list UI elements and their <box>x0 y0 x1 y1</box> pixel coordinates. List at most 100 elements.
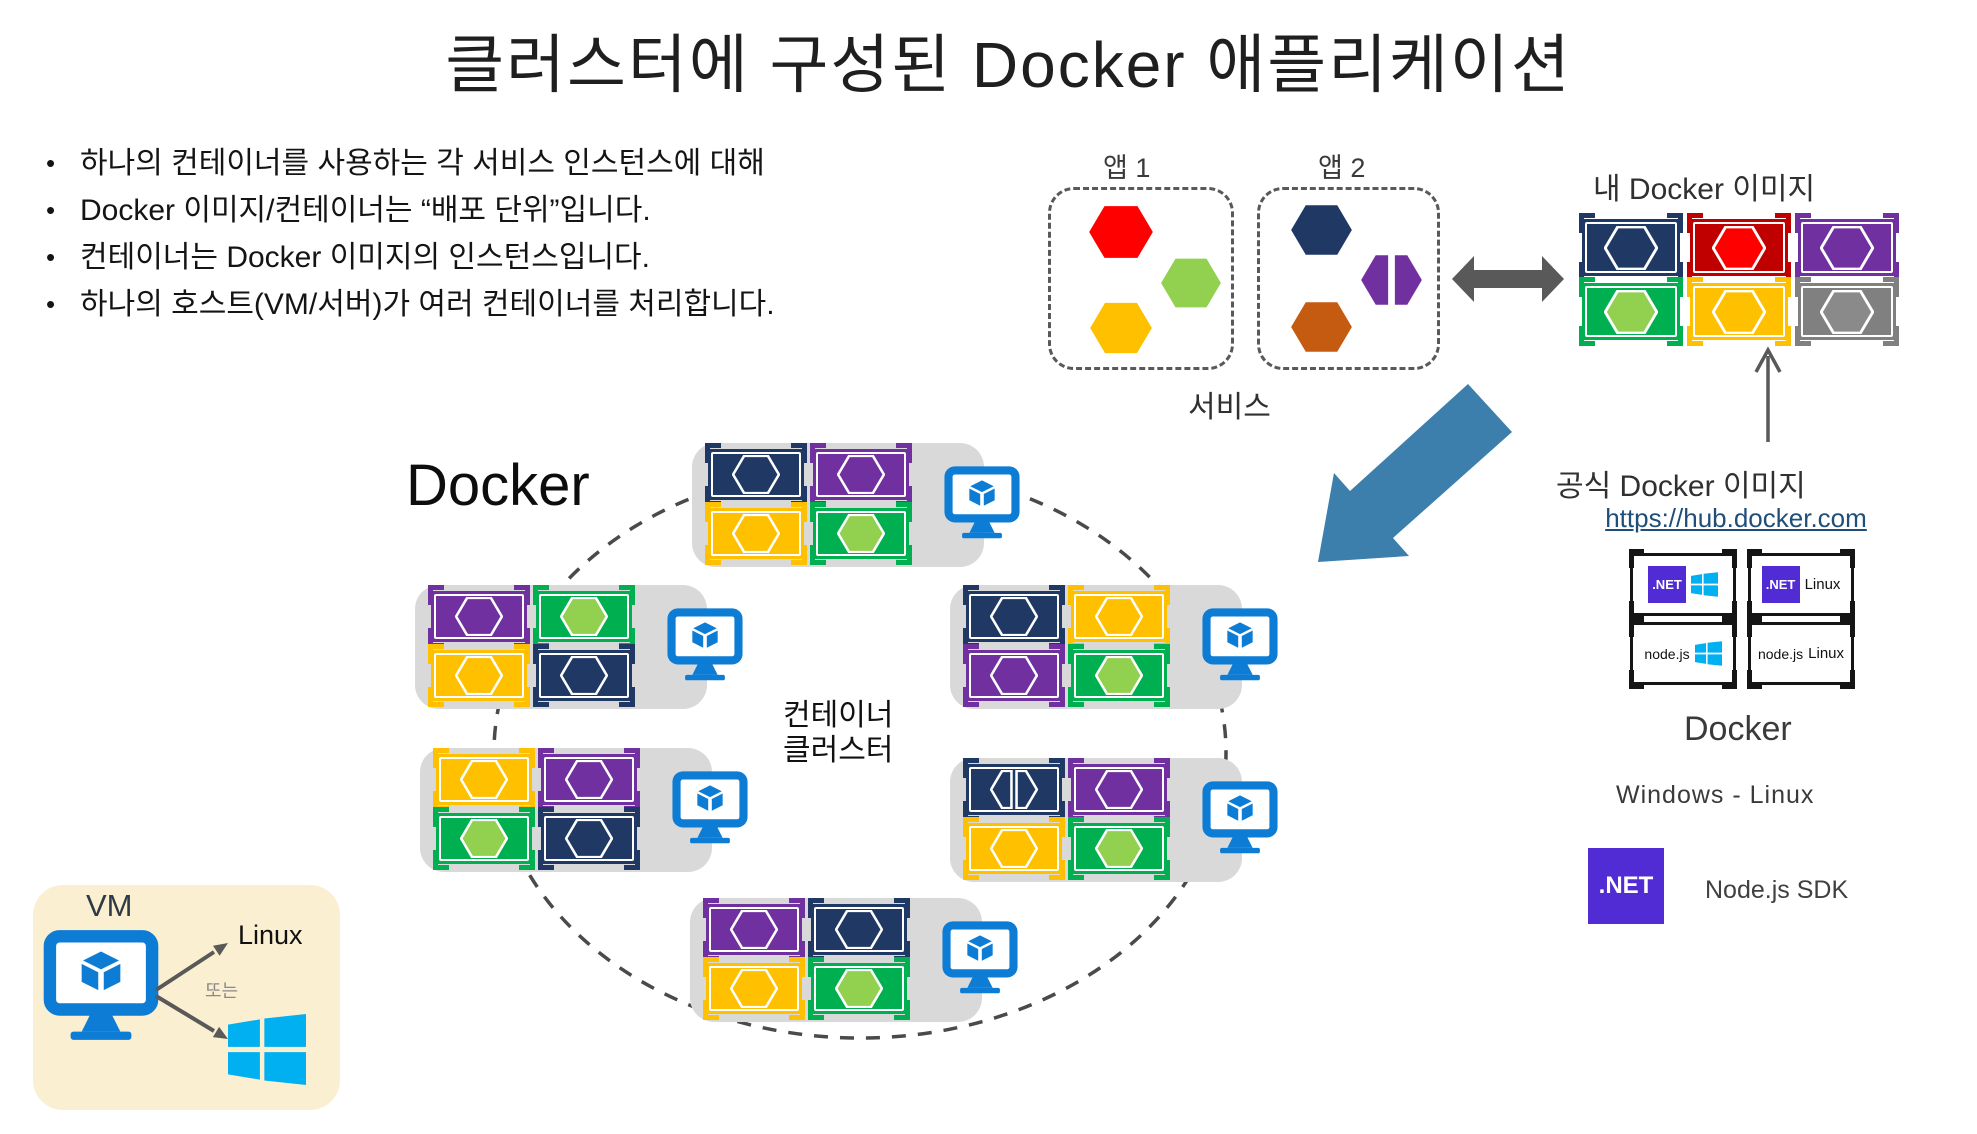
cluster-center-label: 컨테이너 클러스터 <box>783 698 893 768</box>
bracket-icon <box>963 817 979 837</box>
hexagon-icon <box>990 829 1038 868</box>
bracket-icon <box>619 644 635 664</box>
app2-label: 앱 2 <box>1318 153 1366 183</box>
docker-hub-link[interactable]: https://hub.docker.com <box>1605 503 1867 533</box>
bracket-icon <box>1722 670 1737 689</box>
vm-monitor-icon <box>942 921 1018 994</box>
service-hexagon-icon <box>1290 201 1353 264</box>
bracket-icon <box>519 748 535 768</box>
hexagon-icon <box>455 656 503 695</box>
bracket-icon <box>1795 326 1811 346</box>
tile-ring <box>539 653 629 698</box>
bracket-icon <box>1629 670 1644 689</box>
bracket-icon <box>1629 618 1644 637</box>
container-image-tile <box>1795 277 1899 346</box>
dotnet-logo: .NET <box>1761 566 1800 603</box>
tile-ring <box>814 966 904 1011</box>
bracket-icon <box>1049 817 1065 837</box>
bracket-icon <box>1775 213 1791 233</box>
tile-ring <box>439 816 529 861</box>
bracket-icon <box>896 443 912 463</box>
container-image-tile <box>1579 277 1683 346</box>
hexagon-icon <box>1095 597 1143 636</box>
bullet-item: Docker 이미지/컨테이너는 “배포 단위”입니다. <box>42 187 1052 234</box>
bracket-icon <box>963 644 979 664</box>
hexagon-icon <box>1095 829 1143 868</box>
host-tiles <box>433 748 640 870</box>
bracket-icon <box>428 585 444 605</box>
bracket-icon <box>810 443 826 463</box>
bracket-icon <box>703 957 719 977</box>
container-image-tile <box>1068 817 1170 880</box>
container-image-tile <box>533 644 635 707</box>
hexagon-icon <box>1820 289 1874 334</box>
hexagon-icon <box>732 514 780 553</box>
tile-ring <box>1801 222 1893 273</box>
page-title: 클러스터에 구성된 Docker 애플리케이션 <box>445 29 1572 101</box>
tile-ring <box>544 816 634 861</box>
hexagon-icon <box>730 910 778 949</box>
bracket-icon <box>1883 213 1899 233</box>
hexagon-icon <box>460 760 508 799</box>
container-image-tile <box>703 957 805 1020</box>
windows-logo-icon <box>1694 641 1722 666</box>
my-images-title: 내 Docker 이미지 <box>1593 173 1816 206</box>
cluster-host-bottom <box>690 898 1018 1022</box>
container-image-tile <box>428 644 530 707</box>
bracket-icon <box>624 748 640 768</box>
tile-ring <box>969 826 1059 871</box>
vm-monitor-icon <box>672 771 748 844</box>
container-image-tile <box>538 807 640 870</box>
deploy-arrow-icon <box>1318 384 1512 562</box>
bracket-icon <box>1840 670 1855 689</box>
hexagon-icon <box>732 455 780 494</box>
bracket-icon <box>1883 277 1899 297</box>
container-image-tile <box>428 585 530 648</box>
windows-logo-icon <box>228 1014 306 1090</box>
container-image-tile <box>963 585 1065 648</box>
container-image-tile <box>433 748 535 811</box>
hexagon-icon <box>1712 289 1766 334</box>
windows-logo-icon <box>1691 572 1718 597</box>
vm-label: VM <box>86 888 133 923</box>
tile-ring <box>1074 767 1164 812</box>
container-image-tile <box>703 898 805 961</box>
bracket-icon <box>963 758 979 778</box>
bracket-icon <box>1775 326 1791 346</box>
bracket-icon <box>1629 601 1644 620</box>
container-image-tile <box>1068 644 1170 707</box>
nodejs-label: node.js <box>1757 645 1804 662</box>
bullet-item: 하나의 컨테이너를 사용하는 각 서비스 인스턴스에 대해 <box>42 140 1052 187</box>
bracket-icon <box>1722 601 1737 620</box>
hexagon-icon <box>837 514 885 553</box>
bracket-icon <box>1049 758 1065 778</box>
hexagon-icon <box>1095 656 1143 695</box>
hexagon-icon <box>990 770 1038 809</box>
bracket-icon <box>1687 277 1703 297</box>
cluster-host-upper-left <box>415 585 743 709</box>
linux-label: Linux <box>1804 576 1841 593</box>
bracket-icon <box>1775 277 1791 297</box>
bracket-icon <box>1687 213 1703 233</box>
bracket-icon <box>1840 601 1855 620</box>
container-image-tile <box>705 443 807 506</box>
bracket-icon <box>894 898 910 918</box>
bracket-icon <box>624 850 640 870</box>
bracket-icon <box>894 1000 910 1020</box>
container-image-tile <box>1068 585 1170 648</box>
container-image-tile <box>1687 213 1791 282</box>
official-image-box: node.js <box>1629 618 1737 689</box>
bracket-icon <box>619 585 635 605</box>
bracket-icon <box>1883 326 1899 346</box>
bracket-icon <box>808 1000 824 1020</box>
container-image-tile <box>433 807 535 870</box>
bracket-icon <box>1154 758 1170 778</box>
tile-ring <box>711 452 801 497</box>
cluster-center-line2: 클러스터 <box>783 734 894 767</box>
bracket-icon <box>533 644 549 664</box>
service-hexagon-icon <box>1290 298 1353 361</box>
bracket-icon <box>1579 326 1595 346</box>
tile-ring <box>709 966 799 1011</box>
bracket-icon <box>1747 601 1762 620</box>
host-tiles <box>705 443 912 565</box>
